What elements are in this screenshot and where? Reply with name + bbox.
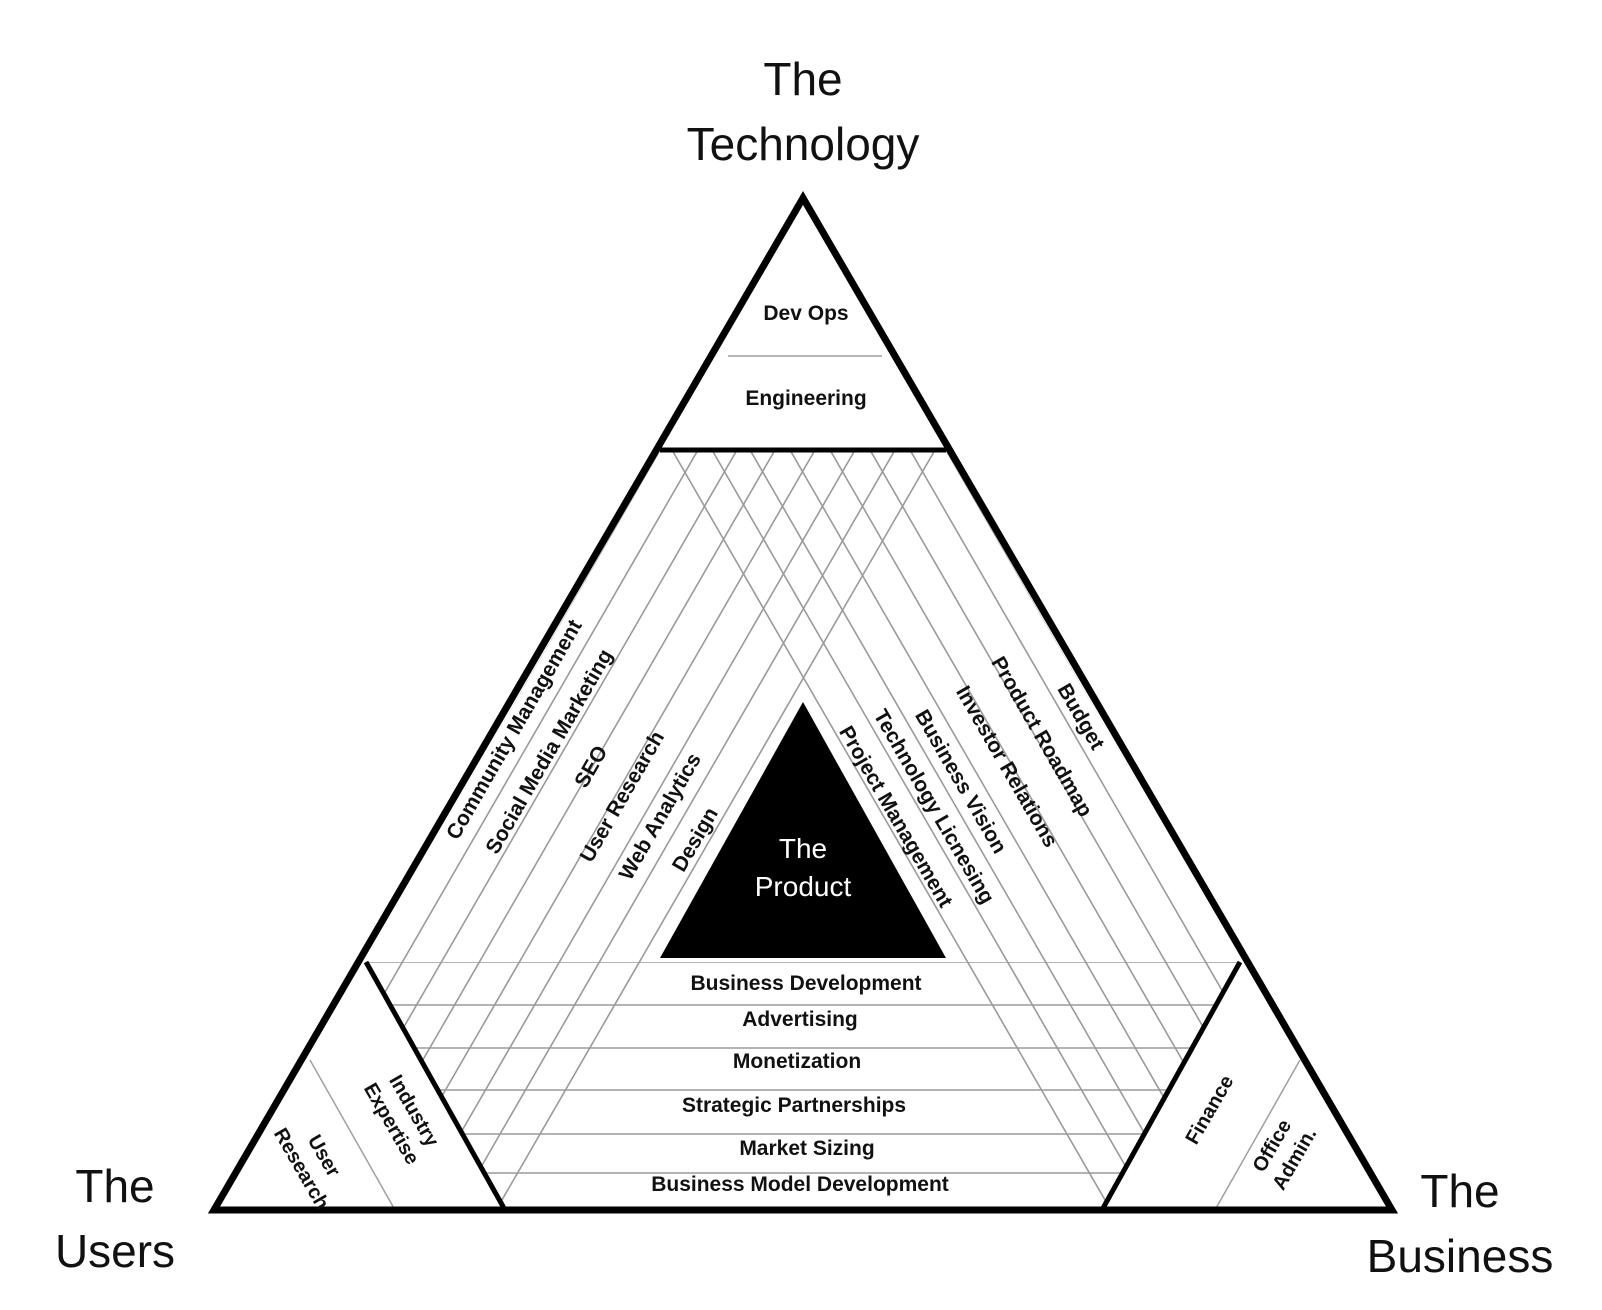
top-label-dev-ops: Dev Ops: [763, 302, 848, 325]
right-label-budget: Budget: [1053, 680, 1109, 754]
product-triangle: [660, 702, 946, 958]
right-corner-divider: [1214, 1059, 1301, 1211]
gridline: [711, 962, 1175, 1210]
gridline: [789, 450, 1240, 962]
right-corner-boundary: [1099, 960, 1243, 1212]
bottom-label-advertising: Advertising: [742, 1008, 858, 1031]
gridline: [366, 450, 816, 962]
outer-triangle: [207, 191, 1399, 1214]
corner-label-business-line1: The: [1420, 1165, 1499, 1217]
left-corner-label-user-research: User Research: [269, 1125, 344, 1214]
center-label-line2: Product: [755, 871, 852, 902]
gridline: [472, 450, 936, 962]
left-corner-boundary: [363, 960, 508, 1212]
gridline: [829, 450, 1240, 962]
gridline: [432, 962, 896, 1210]
bottom-label-market-sizing: Market Sizing: [739, 1137, 874, 1160]
gridline: [366, 450, 738, 962]
corner-label-business-line2: Business: [1367, 1230, 1554, 1282]
bottom-label-business-development: Business Development: [690, 972, 921, 995]
gridline: [366, 450, 776, 962]
gridline: [945, 450, 1240, 962]
gridline: [749, 962, 1213, 1210]
gridline: [671, 450, 1135, 962]
left-label-seo: SEO: [570, 742, 612, 792]
gridline: [671, 962, 1135, 1210]
corner-label-technology-line2: Technology: [687, 118, 920, 170]
finance-line1: Finance: [1182, 1072, 1239, 1148]
gridline: [869, 450, 1240, 962]
bottom-label-monetization: Monetization: [733, 1050, 861, 1073]
gridline: [945, 962, 1240, 1210]
right-corner-label-finance: Finance: [1182, 1072, 1239, 1148]
gridline: [909, 450, 1240, 962]
gridline: [749, 450, 1213, 962]
bottom-label-business-model-development: Business Model Development: [651, 1173, 949, 1196]
right-corner-label-office-admin: Office Admin.: [1249, 1116, 1322, 1194]
gridline: [392, 962, 856, 1210]
gridline: [711, 450, 1175, 962]
top-label-engineering: Engineering: [745, 387, 866, 410]
gridline: [392, 450, 856, 962]
bottom-label-strategic-partnerships: Strategic Partnerships: [682, 1094, 906, 1117]
gridline: [472, 962, 936, 1210]
gridline: [366, 450, 699, 962]
gridline: [432, 450, 896, 962]
corner-label-technology-line1: The: [763, 53, 842, 105]
left-corner-divider: [309, 1059, 396, 1211]
corner-label-users-line2: Users: [55, 1225, 175, 1277]
corner-label-users-line1: The: [75, 1160, 154, 1212]
center-label-line1: The: [779, 833, 827, 864]
